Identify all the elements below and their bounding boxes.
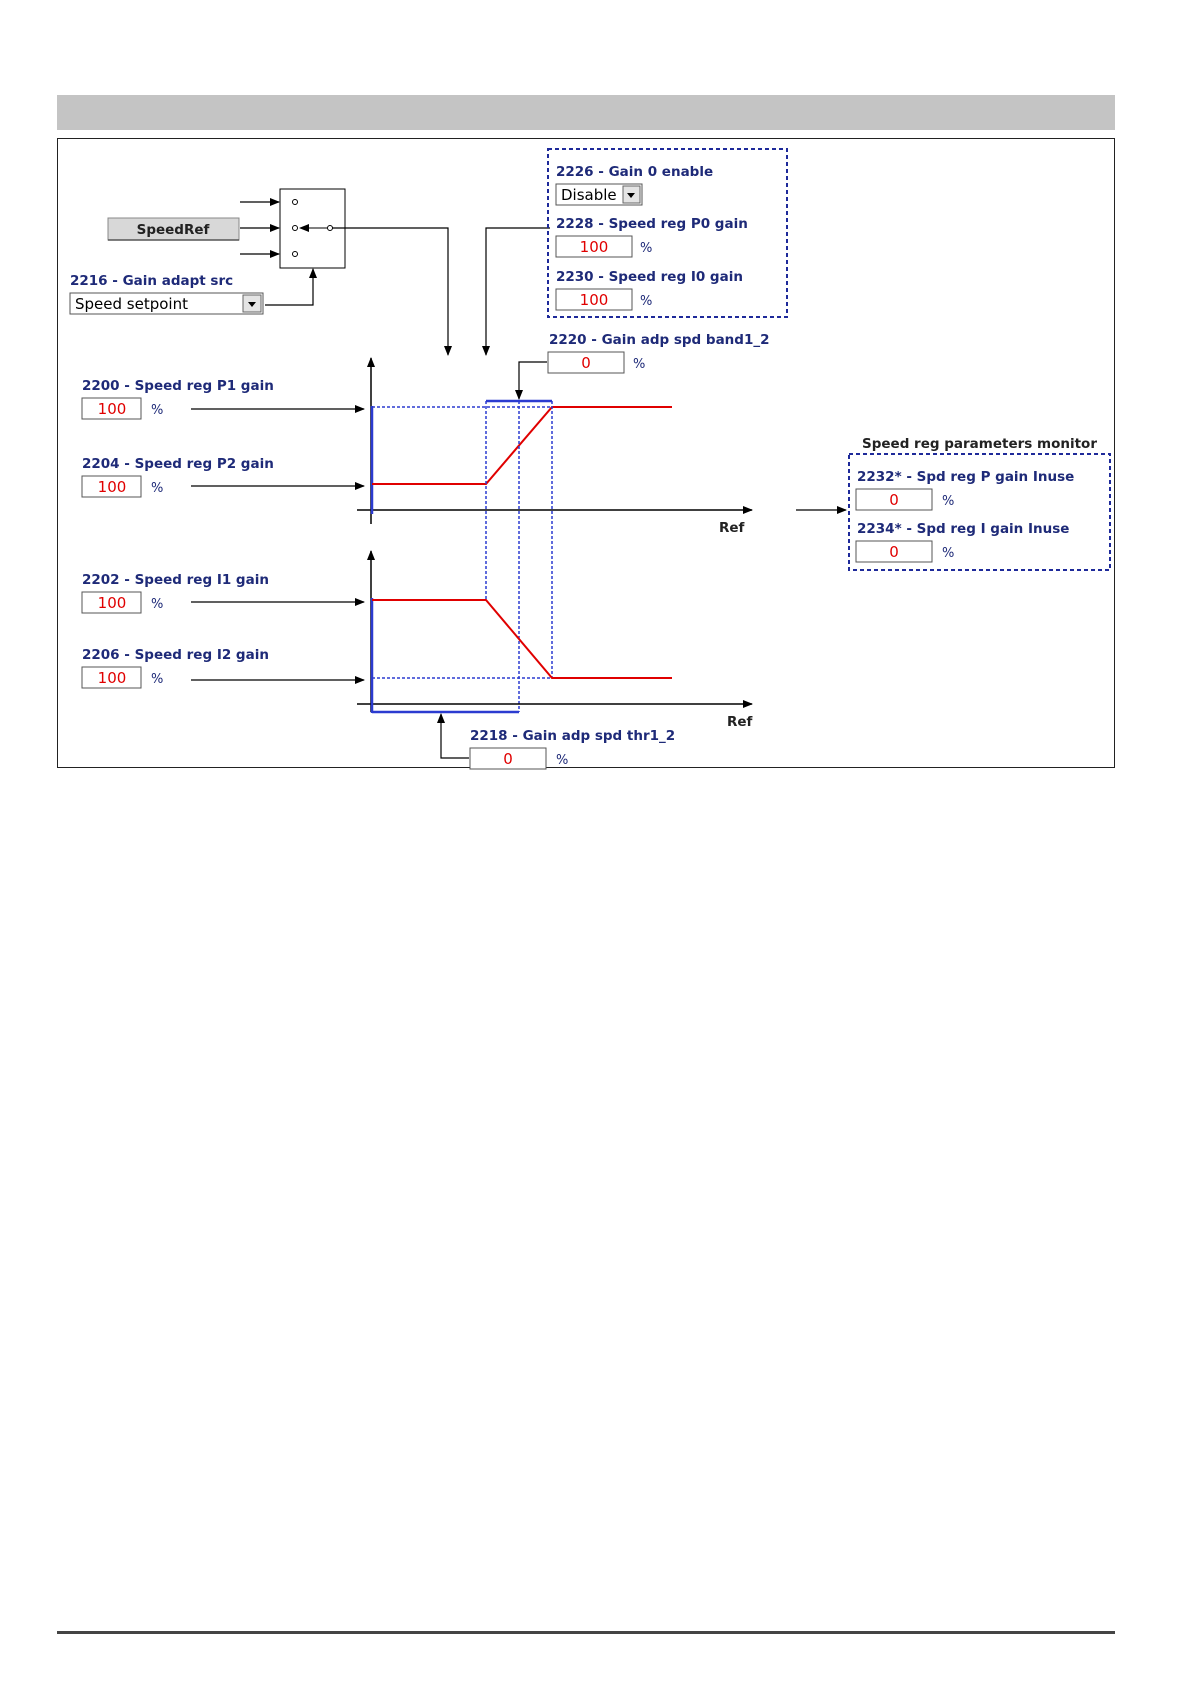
footer-rule <box>57 1631 1115 1634</box>
switch-output-line <box>332 227 452 356</box>
gain0-group-box <box>547 148 788 318</box>
p-gain-curve <box>372 406 672 485</box>
band-unit: % <box>633 357 645 372</box>
band-arrow-line <box>515 361 547 400</box>
i0-gain-value: 100 <box>580 291 609 309</box>
speedref-label: SpeedRef <box>137 222 210 238</box>
thr-arrow-line <box>437 713 469 759</box>
p-inuse-field <box>855 488 933 511</box>
p1-gain-value: 100 <box>98 400 127 418</box>
p-inuse-value: 0 <box>889 491 899 509</box>
chevron-down-icon <box>248 302 256 307</box>
gain0-enable-value: Disable <box>561 186 617 204</box>
i-inuse-unit: % <box>942 546 954 561</box>
thr-value: 0 <box>503 750 513 768</box>
p1-gain-field[interactable] <box>81 397 142 420</box>
p2-gain-unit: % <box>151 481 163 496</box>
thr-label: 2218 - Gain adp spd thr1_2 <box>470 728 675 744</box>
i2-gain-label: 2206 - Speed reg I2 gain <box>82 647 269 663</box>
i2-gain-unit: % <box>151 672 163 687</box>
thr-unit: % <box>556 753 568 768</box>
monitor-title: Speed reg parameters monitor <box>862 436 1097 452</box>
i2-gain-field[interactable] <box>81 666 142 689</box>
i1-gain-unit: % <box>151 597 163 612</box>
i0-gain-field[interactable] <box>555 288 633 311</box>
gain0-output-line <box>482 227 550 356</box>
i0-gain-label: 2230 - Speed reg I0 gain <box>556 269 743 285</box>
p1-gain-unit: % <box>151 403 163 418</box>
p0-gain-field[interactable] <box>555 235 633 258</box>
gain-adapt-src-value: Speed setpoint <box>75 295 188 313</box>
p0-gain-value: 100 <box>580 238 609 256</box>
p2-gain-field[interactable] <box>81 475 142 498</box>
header-bar <box>57 95 1115 130</box>
gain0-enable-label: 2226 - Gain 0 enable <box>556 164 713 180</box>
p-inuse-unit: % <box>942 494 954 509</box>
i1-gain-value: 100 <box>98 594 127 612</box>
monitor-group-box <box>848 453 1111 571</box>
src-to-switch-line <box>265 268 317 306</box>
p0-gain-unit: % <box>640 241 652 256</box>
thr-field[interactable] <box>469 747 547 770</box>
p2-gain-label: 2204 - Speed reg P2 gain <box>82 456 274 472</box>
band-field[interactable] <box>547 351 625 374</box>
speedref-button[interactable]: SpeedRef <box>107 217 240 241</box>
chevron-down-icon <box>627 193 635 198</box>
i0-gain-unit: % <box>640 294 652 309</box>
i1-gain-label: 2202 - Speed reg I1 gain <box>82 572 269 588</box>
band-label: 2220 - Gain adp spd band1_2 <box>549 332 770 348</box>
i-inuse-label: 2234* - Spd reg I gain Inuse <box>857 521 1069 537</box>
p0-gain-label: 2228 - Speed reg P0 gain <box>556 216 748 232</box>
p2-gain-value: 100 <box>98 478 127 496</box>
i2-gain-value: 100 <box>98 669 127 687</box>
i1-gain-field[interactable] <box>81 591 142 614</box>
gain-adapt-src-label: 2216 - Gain adapt src <box>70 273 233 289</box>
i-gain-curve <box>372 599 672 679</box>
i-inuse-field <box>855 540 933 563</box>
selector-contacts <box>292 199 333 257</box>
gain0-enable-select[interactable]: Disable <box>555 183 643 206</box>
band-value: 0 <box>581 354 591 372</box>
p-plot-axis-ref-label: Ref <box>719 520 745 536</box>
p-inuse-label: 2232* - Spd reg P gain Inuse <box>857 469 1074 485</box>
i-inuse-value: 0 <box>889 543 899 561</box>
p1-gain-label: 2200 - Speed reg P1 gain <box>82 378 274 394</box>
gain-adapt-src-select[interactable]: Speed setpoint <box>69 292 264 315</box>
i-plot-axis-ref-label: Ref <box>727 714 753 730</box>
